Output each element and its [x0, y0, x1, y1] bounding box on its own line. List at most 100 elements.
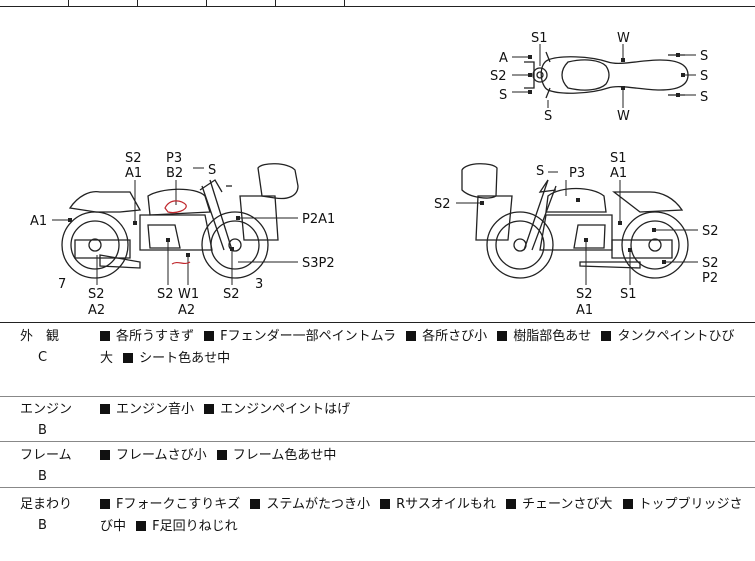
right-label: S2 [702, 224, 719, 239]
row-item: F足回りねじれ [152, 519, 238, 534]
row-label: 外 観 [20, 329, 60, 344]
left-label: S2 [223, 287, 240, 302]
left-label: A1 [30, 214, 47, 229]
bullet-icon [204, 404, 215, 414]
row-items: 各所うすきず Fフェンダー一部ペイントムラ 各所さび小 樹脂部色あせ タンクペイ… [100, 326, 750, 370]
row-item: ステムがたつき小 [266, 497, 370, 512]
row-divider [0, 441, 755, 442]
left-label: B2 [166, 166, 183, 181]
table-row-suspension: 足まわり B Fフォークこすりキズ ステムがたつき小 Rサスオイルもれ チェーン… [0, 494, 755, 560]
bullet-icon [123, 353, 134, 363]
row-item: チェーンさび大 [522, 497, 613, 512]
left-label: S3P2 [302, 256, 335, 271]
left-label: S [208, 163, 216, 178]
bullet-icon [216, 450, 227, 460]
bullet-icon [100, 499, 110, 509]
row-item: トップブリッジさび中 [100, 497, 743, 534]
bullet-icon [136, 521, 147, 531]
right-label: A1 [576, 303, 593, 318]
left-damage-marks [164, 200, 191, 265]
stub-divider [275, 0, 276, 6]
top-label: S [700, 90, 708, 105]
right-markers [480, 198, 666, 264]
motorcycle-diagram-svg: S1 W A S S2 S S S S W [30, 31, 719, 318]
stub-divider [206, 0, 207, 6]
right-label: P2 [702, 271, 718, 286]
left-markers [68, 216, 240, 257]
left-label: A1 [125, 166, 142, 181]
row-items: フレームさび小 フレーム色あせ中 [100, 445, 750, 467]
right-label: S1 [620, 287, 637, 302]
table-row-exterior: 外 観 C 各所うすきず Fフェンダー一部ペイントムラ 各所さび小 樹脂部色あせ… [0, 326, 755, 394]
top-label: S2 [490, 69, 507, 84]
left-label: P3 [166, 151, 182, 166]
top-label: S [499, 88, 507, 103]
table-row-engine: エンジン B エンジン音小 エンジンペイントはげ [0, 400, 755, 440]
left-side-motorcycle [61, 163, 299, 279]
left-label: A2 [88, 303, 105, 318]
bullet-icon [406, 331, 417, 341]
row-item: Fフェンダー一部ペイントムラ [220, 329, 396, 344]
top-rule [0, 6, 755, 7]
row-item: エンジン音小 [116, 402, 195, 417]
bullet-icon [506, 499, 517, 509]
bullet-icon [100, 450, 110, 460]
left-leaders [52, 167, 298, 285]
bullet-icon [100, 404, 110, 414]
right-label: A1 [610, 166, 627, 181]
top-view-markers [528, 53, 685, 97]
bullet-icon [601, 331, 612, 341]
top-label: A [499, 51, 508, 66]
row-divider [0, 487, 755, 488]
left-label: 7 [58, 277, 66, 292]
left-label: S2 [88, 287, 105, 302]
right-leaders [456, 171, 698, 285]
left-label: P2A1 [302, 212, 335, 227]
row-grade: B [38, 469, 47, 484]
left-label: S2 [125, 151, 142, 166]
bullet-icon [497, 331, 508, 341]
left-label: 3 [255, 277, 263, 292]
right-side-motorcycle [461, 163, 689, 279]
row-items: Fフォークこすりキズ ステムがたつき小 Rサスオイルもれ チェーンさび大 トップ… [100, 494, 750, 538]
left-label: S2 [157, 287, 174, 302]
left-label: A2 [178, 303, 195, 318]
row-item: タンクペイントひび大 [100, 329, 735, 366]
bullet-icon [204, 331, 215, 341]
row-label: 足まわり [20, 497, 73, 512]
bullet-icon [380, 499, 391, 509]
row-grade: B [38, 518, 47, 533]
row-label: エンジン [20, 402, 73, 417]
right-label: S2 [434, 197, 451, 212]
right-label: S2 [702, 256, 719, 271]
table-top-rule [0, 322, 755, 323]
right-label: S [536, 164, 544, 179]
row-items: エンジン音小 エンジンペイントはげ [100, 399, 750, 421]
right-label: S1 [610, 151, 627, 166]
stub-divider [344, 0, 345, 6]
row-item: 各所さび小 [422, 329, 488, 344]
top-label: S [544, 109, 552, 124]
row-item: 樹脂部色あせ [513, 329, 592, 344]
damage-diagram: S1 W A S S2 S S S S W [30, 31, 719, 318]
top-view-leaders [512, 44, 696, 108]
top-label: W [617, 109, 630, 124]
row-item: Rサスオイルもれ [396, 497, 496, 512]
table-row-frame: フレーム B フレームさび小 フレーム色あせ中 [0, 446, 755, 486]
row-item: Fフォークこすりキズ [116, 497, 241, 512]
top-view-motorcycle [524, 51, 689, 99]
top-label: S [700, 69, 708, 84]
row-item: 各所うすきず [116, 329, 195, 344]
row-grade: C [38, 350, 48, 365]
stub-divider [137, 0, 138, 6]
row-item: シート色あせ中 [139, 351, 231, 366]
right-label: S2 [576, 287, 593, 302]
bullet-icon [622, 499, 633, 509]
top-label: S1 [531, 31, 548, 46]
bullet-icon [250, 499, 261, 509]
row-item: フレーム色あせ中 [232, 448, 337, 463]
right-label: P3 [569, 166, 585, 181]
row-grade: B [38, 423, 47, 438]
row-label: フレーム [20, 448, 72, 463]
